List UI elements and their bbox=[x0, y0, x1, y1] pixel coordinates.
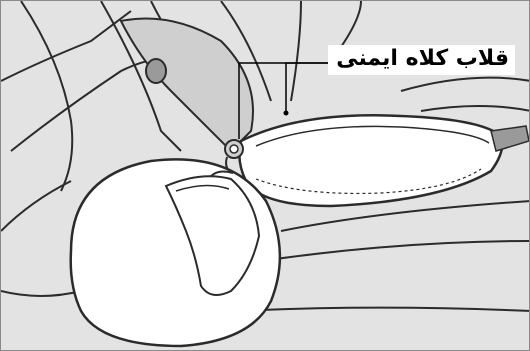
helmet-icon bbox=[71, 159, 280, 346]
helmet-hook-label: قلاب کلاه ایمنی bbox=[328, 45, 515, 75]
steering-column bbox=[121, 19, 253, 152]
seat-icon bbox=[239, 115, 529, 206]
leader-dot bbox=[284, 111, 289, 116]
